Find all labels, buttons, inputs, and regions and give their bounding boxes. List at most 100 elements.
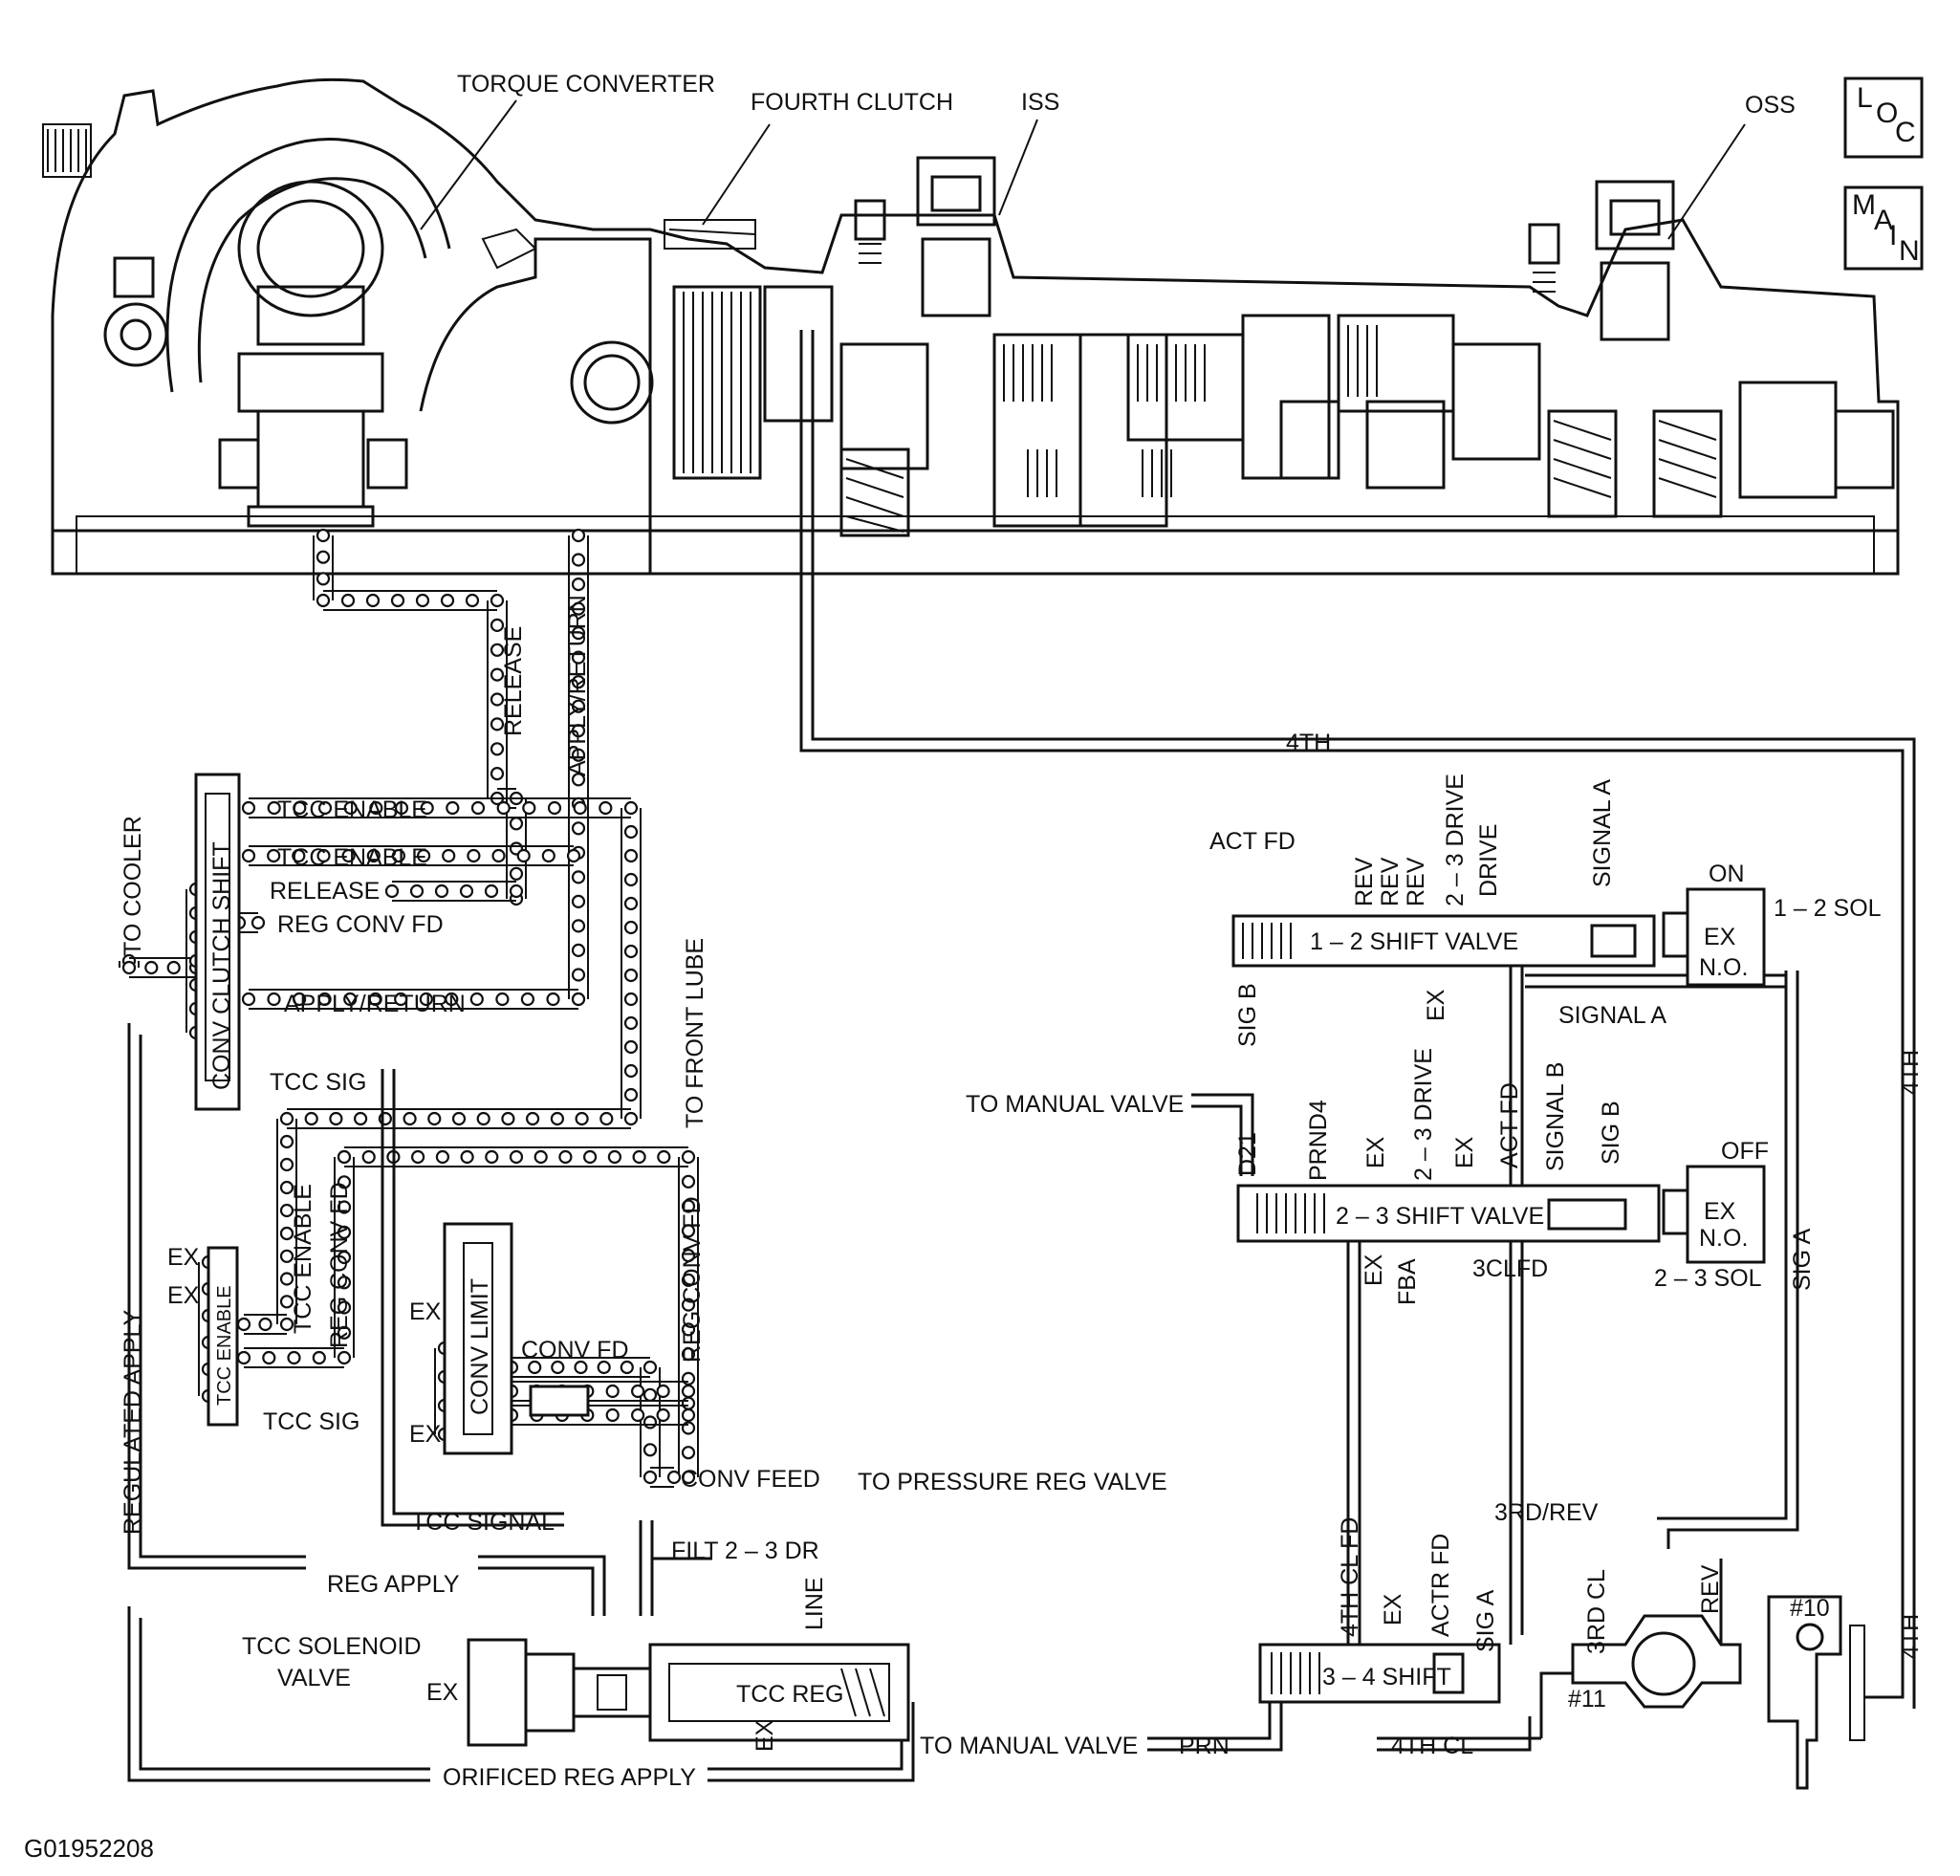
reg-conv-fd-passage [337,1146,699,1485]
main-nav-button[interactable]: M A I N [1843,185,1924,271]
rev-3-label: REV [1403,857,1429,906]
iss-label: ISS [1021,89,1059,116]
tcc-solenoid-title-2: VALVE [277,1665,351,1691]
orificed-reg-apply-passage [127,1606,915,1782]
apply-return-to-valve [241,989,586,1010]
oss-label: OSS [1745,92,1796,119]
1-2-shift-valve [1231,887,1766,987]
conv-feed-label: CONV FEED [681,1466,820,1493]
rev-1-label: REV [1351,857,1378,906]
to-manual-valve-2-3-label: TO MANUAL VALVE [966,1091,1184,1118]
2-3-drive-mid-label: 2 – 3 DRIVE [1410,1048,1437,1181]
tcc-sig-bottom-label: TCC SIG [263,1408,359,1435]
to-pressure-reg-valve-label: TO PRESSURE REG VALVE [858,1469,1167,1495]
ex-2-3-lower-label: EX [1361,1254,1387,1286]
ex-2-3-upper-1-label: EX [1362,1136,1389,1168]
reg-conv-fd-vert-label: REG CONV FD [326,1182,353,1348]
regulated-apply-passage [127,1023,606,1616]
check-11-label: #11 [1568,1686,1606,1712]
conv-limit-label: CONV LIMIT [467,1278,493,1415]
sol-2-3-type-label: N.O. [1699,1225,1748,1252]
rev-accum-label: REV [1697,1564,1724,1614]
fourth-passage [799,330,1916,1709]
prn-label: PRN [1179,1733,1230,1759]
svg-text:C: C [1895,117,1916,148]
tcc-enable-port-2-label: TCC ENABLE [277,844,427,871]
tcc-enable-port-1-label: TCC ENABLE [277,796,427,823]
signal-a-upper-label: SIGNAL A [1589,779,1616,887]
to-manual-valve-bottom-label: TO MANUAL VALVE [920,1733,1138,1759]
to-front-lube-label: TO FRONT LUBE [682,938,708,1128]
release-port-label: RELEASE [270,878,380,905]
callout-leaders [420,99,1746,240]
prnd4-label: PRND4 [1305,1100,1332,1181]
sol-1-2-name-label: 1 – 2 SOL [1774,895,1882,922]
apply-return-port-label: APPLY/RETURN [284,991,466,1017]
tcc-enable-valve: TCC ENABLE [207,1246,239,1427]
fourth-top-label: 4TH [1286,730,1331,756]
3-4-shift-label: 3 – 4 SHIFT [1322,1664,1451,1691]
tcc-sig-port-label: TCC SIG [270,1069,366,1096]
svg-text:I: I [1889,220,1897,251]
svg-text:N: N [1899,235,1920,267]
tcc-enable-passage-1 [241,797,642,1241]
conv-limit-valve: CONV LIMIT [443,1222,590,1455]
tcc-enable-ex-2-label: EX [167,1282,200,1309]
svg-text:L: L [1857,82,1873,114]
ex-3-4-label: EX [1380,1593,1406,1625]
svg-text:M: M [1852,189,1876,221]
splined-shaft [47,129,87,172]
reg-apply-label: REG APPLY [327,1571,460,1598]
apply-return-label: APPLY/RETURN [564,595,591,776]
sig-a-3-4-label: SIG A [1472,1589,1499,1652]
mid-clutch-packs [992,314,1455,528]
3clfd-label: 3CLFD [1472,1255,1548,1282]
to-cooler-label: TO COOLER [120,816,146,956]
check-10-label: #10 [1790,1595,1830,1622]
drive-upper-label: DRIVE [1475,824,1502,897]
loc-nav-button[interactable]: L O C [1843,76,1924,159]
conv-clutch-shift-valve: CONV CLUTCH SHIFT [194,773,241,1111]
svg-text:A: A [1874,205,1893,236]
conv-limit-ex-2-label: EX [409,1421,442,1448]
rev-2-label: REV [1377,857,1404,906]
3-4-shift-valve [1258,1643,1501,1704]
third-rev-label: 3RD/REV [1494,1499,1599,1526]
act-fd-2-3-label: ACT FD [1496,1082,1523,1168]
sol-2-3-name-label: 2 – 3 SOL [1654,1265,1762,1292]
sol-1-2-ex-label: EX [1704,924,1736,950]
conv-fd-label: CONV FD [521,1337,629,1363]
regulated-apply-label: REGULATED APPLY [120,1309,146,1535]
tcc-solenoid-ex-label: EX [426,1679,459,1706]
tcc-solenoid-title-1: TCC SOLENOID [242,1633,422,1660]
filt-2-3-dr-label: FILT 2 – 3 DR [671,1538,819,1564]
tcc-enable-drop [236,1226,297,1335]
signal-a-lower-label: SIGNAL A [1558,1002,1666,1029]
tcc-enable-valve-label: TCC ENABLE [214,1285,235,1406]
signal-b-label: SIGNAL B [1542,1062,1569,1171]
dotted-passages [119,528,699,1488]
d21-label: D21 [1234,1132,1261,1176]
orificed-reg-apply-label: ORIFICED REG APPLY [443,1764,696,1791]
2-3-shift-valve-label: 2 – 3 SHIFT VALVE [1336,1203,1544,1230]
fba-label: FBA [1394,1258,1421,1305]
fourth-cl-label: 4TH CL [1391,1733,1473,1759]
release-port-passage [384,881,524,902]
1-2-shift-valve-label: 1 – 2 SHIFT VALVE [1310,928,1518,955]
oss-sensor [1528,180,1675,341]
sol-1-2-state-label: ON [1709,861,1745,887]
fourth-accum-label: 4TH [1897,1614,1924,1659]
conv-fd-passage [504,1357,682,1488]
filt-2-3-dr-passage [639,1520,712,1616]
fourth-clutch-label: FOURTH CLUTCH [751,89,953,116]
torque-converter-label: TORQUE CONVERTER [457,71,715,98]
release-label: RELEASE [500,626,527,736]
sig-b-left-label: SIG B [1234,983,1261,1047]
4th-cl-fd-label: 4TH CL FD [1337,1517,1363,1637]
conv-limit-ex-1-label: EX [409,1298,442,1325]
tcc-enable-ex-1-label: EX [167,1244,200,1271]
tcc-reg-label: TCC REG [736,1681,844,1708]
sig-b-upper-label: SIG B [1598,1101,1624,1165]
2-3-drive-upper-label: 2 – 3 DRIVE [1442,774,1469,906]
output-gears [1451,342,1895,518]
